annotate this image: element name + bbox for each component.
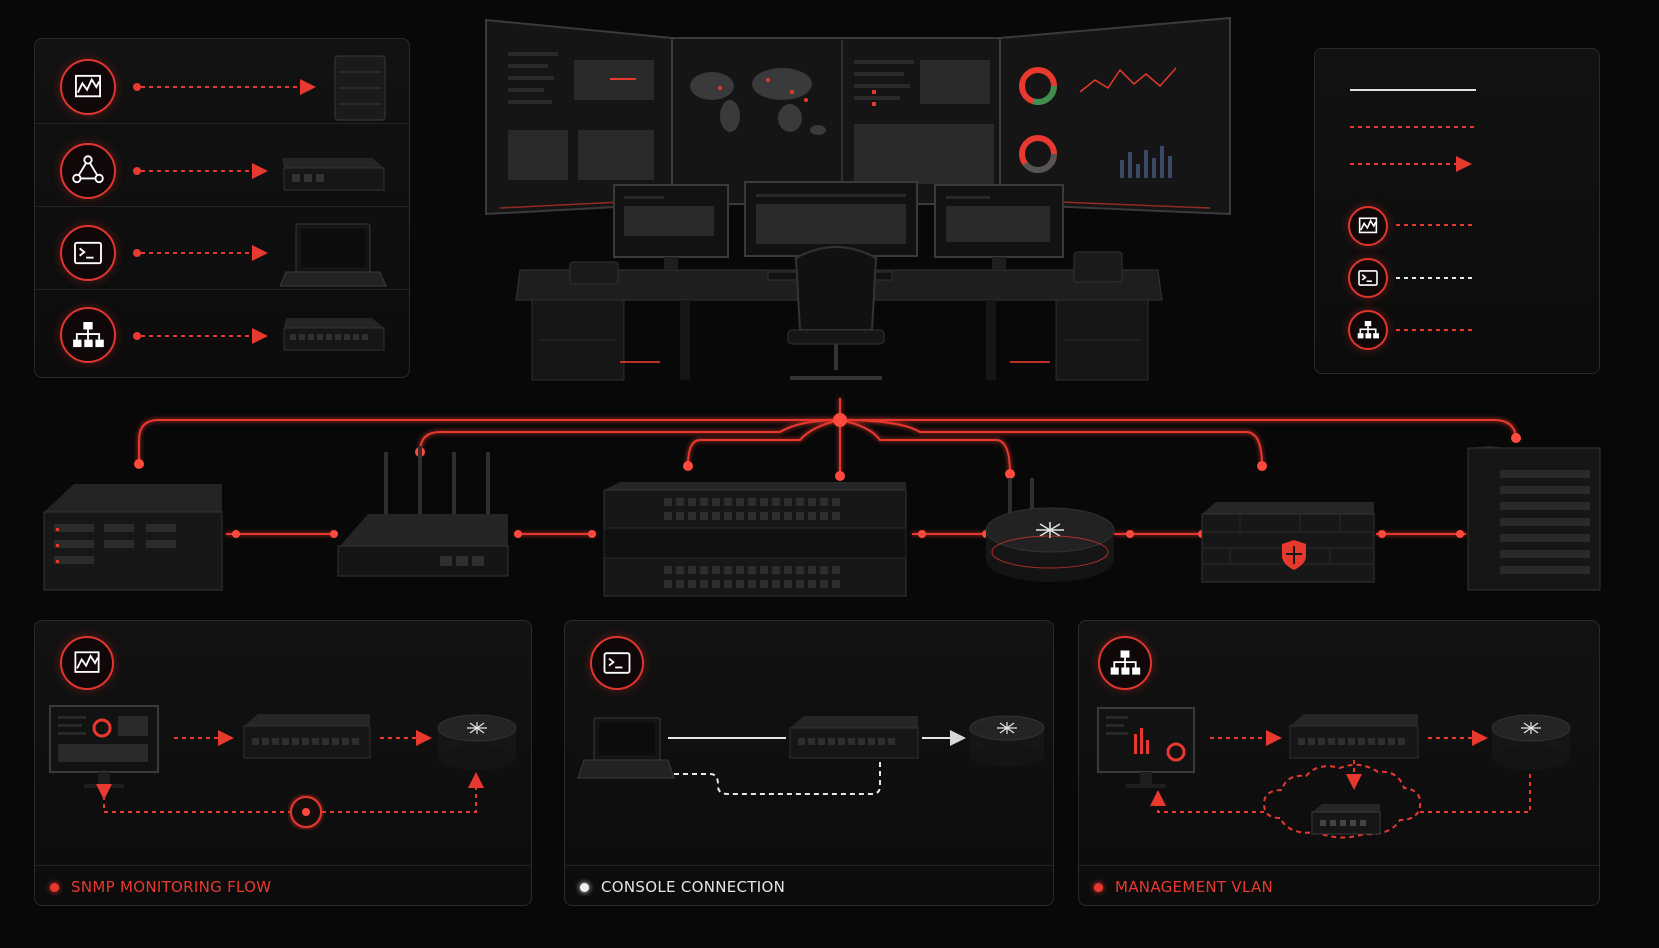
console-diagram <box>577 715 1045 795</box>
snmp-caption-label: SNMP MONITORING FLOW <box>71 878 272 896</box>
switch-icon <box>1289 714 1419 759</box>
caption-dot <box>50 882 59 892</box>
snmp-caption: SNMP MONITORING FLOW <box>50 878 271 896</box>
vlan-caption-label: MANAGEMENT VLAN <box>1115 878 1274 896</box>
caption-dot <box>1094 882 1103 892</box>
router-icon <box>337 446 509 577</box>
switch-icon <box>243 714 371 759</box>
server-icon <box>43 484 223 591</box>
graph-icon <box>60 636 114 690</box>
caption-dot <box>580 882 589 892</box>
console-panel <box>564 620 1054 906</box>
laptop-icon <box>279 223 387 287</box>
vlan-caption: MANAGEMENT VLAN <box>1094 878 1273 896</box>
wireless-ap-icon <box>985 478 1115 582</box>
firewall-icon <box>1201 502 1375 583</box>
hierarchy-icon <box>1348 310 1388 350</box>
monitor-icon <box>49 705 159 788</box>
video-wall <box>485 16 1231 216</box>
server-icon <box>334 55 386 121</box>
graph-icon <box>60 59 116 115</box>
switch-stack-icon <box>603 482 907 597</box>
rack-server-icon <box>1467 446 1601 591</box>
wireless-ap-icon <box>969 715 1045 767</box>
desk-monitors <box>613 181 1064 269</box>
switch-icon <box>283 318 385 351</box>
switch-icon <box>282 158 385 191</box>
link-endpoints <box>134 413 1521 538</box>
wireless-ap-icon <box>1491 714 1571 770</box>
vlan-diagram <box>1097 707 1571 839</box>
hierarchy-icon <box>60 307 116 363</box>
panel-divider <box>565 865 1053 866</box>
graph-icon <box>1348 206 1388 246</box>
legend-divider <box>35 123 409 124</box>
cloud-icon <box>1262 763 1422 839</box>
laptop-icon <box>577 717 675 779</box>
terminal-icon <box>60 225 116 281</box>
network-nodes-icon <box>60 143 116 199</box>
panel-divider <box>35 865 531 866</box>
monitor-icon <box>1097 707 1195 788</box>
wireless-ap-icon <box>437 714 517 770</box>
terminal-icon <box>1348 258 1388 298</box>
snmp-diagram <box>49 705 517 828</box>
hierarchy-icon <box>1098 636 1152 690</box>
world-map <box>690 68 826 135</box>
console-caption-label: CONSOLE CONNECTION <box>601 878 786 896</box>
legend-divider <box>35 206 409 207</box>
office-chair <box>787 246 885 380</box>
legend-divider <box>35 289 409 290</box>
console-caption: CONSOLE CONNECTION <box>580 878 785 896</box>
switch-icon <box>1311 804 1381 835</box>
panel-divider <box>1079 865 1599 866</box>
terminal-icon <box>590 636 644 690</box>
switch-icon <box>789 716 919 759</box>
